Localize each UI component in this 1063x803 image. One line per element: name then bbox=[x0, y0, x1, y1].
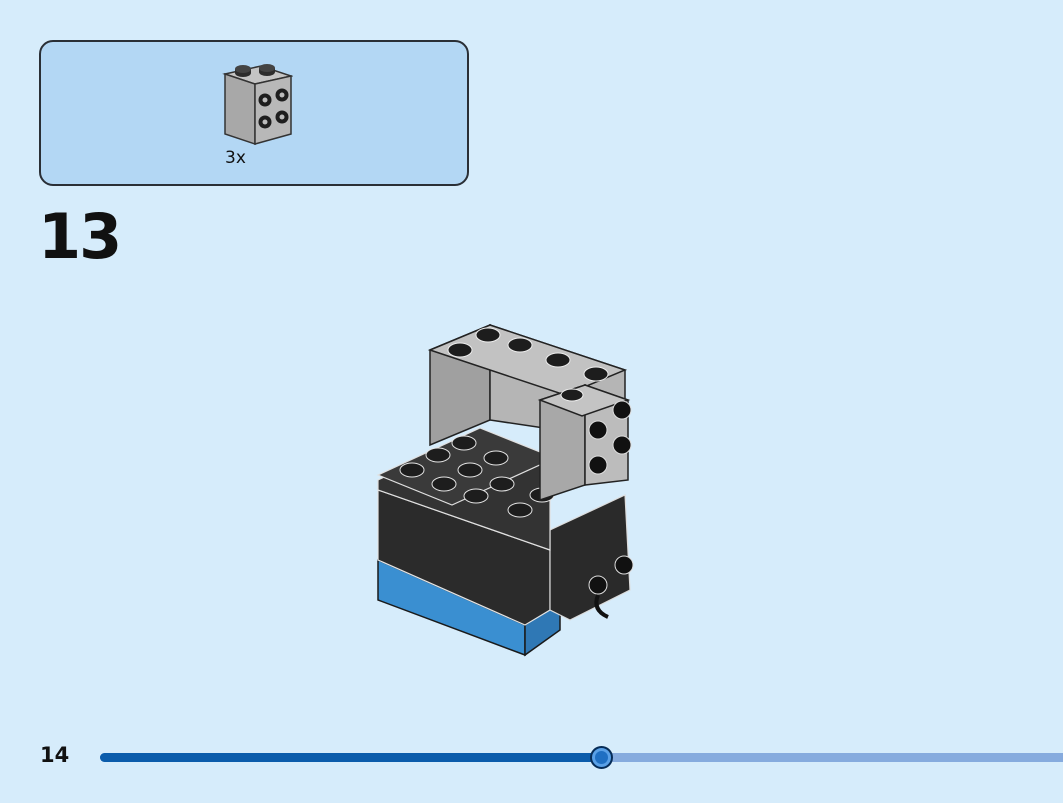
progress-marker[interactable] bbox=[589, 746, 613, 769]
parts-callout-box: 3x bbox=[39, 40, 469, 186]
step-number: 13 bbox=[38, 200, 122, 273]
lego-model-illustration bbox=[376, 323, 634, 657]
progress-bar-fill bbox=[100, 753, 601, 762]
brick-with-side-studs-icon bbox=[222, 64, 293, 146]
part-quantity: 3x bbox=[225, 148, 246, 168]
page-number: 14 bbox=[40, 743, 70, 767]
page-progress-bar bbox=[100, 746, 1063, 769]
